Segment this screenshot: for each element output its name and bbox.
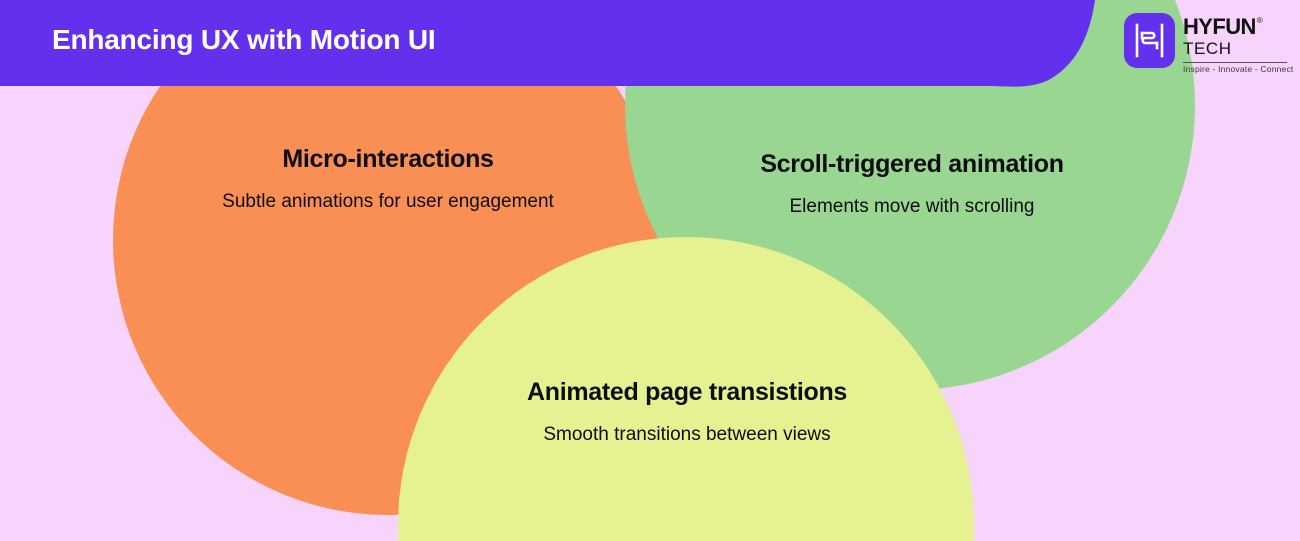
logo-tagline: Inspire - Innovate - Connect xyxy=(1183,63,1294,74)
logo-brand-primary: HYFUN xyxy=(1183,14,1256,39)
logo-wordmark: HYFUN ® TECH Inspire - Innovate - Connec… xyxy=(1183,13,1294,73)
micro-interactions-description: Subtle animations for user engagement xyxy=(222,190,554,212)
brand-logo: HYFUN ® TECH Inspire - Innovate - Connec… xyxy=(1124,13,1294,73)
logo-brand-secondary: TECH xyxy=(1183,39,1232,58)
scroll-triggered-animation-title: Scroll-triggered animation xyxy=(760,150,1064,178)
animated-page-transistions-description: Smooth transitions between views xyxy=(543,423,831,445)
label-micro-interactions: Micro-interactions Subtle animations for… xyxy=(193,145,583,215)
logo-primary-row: HYFUN ® xyxy=(1183,16,1294,38)
micro-interactions-title: Micro-interactions xyxy=(282,145,494,173)
hyfun-h-monogram-icon xyxy=(1124,13,1175,68)
registered-trademark-icon: ® xyxy=(1256,16,1263,25)
label-animated-page-transistions: Animated page transistions Smooth transi… xyxy=(452,378,922,448)
animated-page-transistions-title: Animated page transistions xyxy=(526,378,848,406)
label-scroll-triggered-animation: Scroll-triggered animation Elements move… xyxy=(706,150,1118,220)
page-title: Enhancing UX with Motion UI xyxy=(52,24,436,55)
logo-divider xyxy=(1183,61,1287,63)
scroll-triggered-animation-description: Elements move with scrolling xyxy=(789,195,1035,217)
